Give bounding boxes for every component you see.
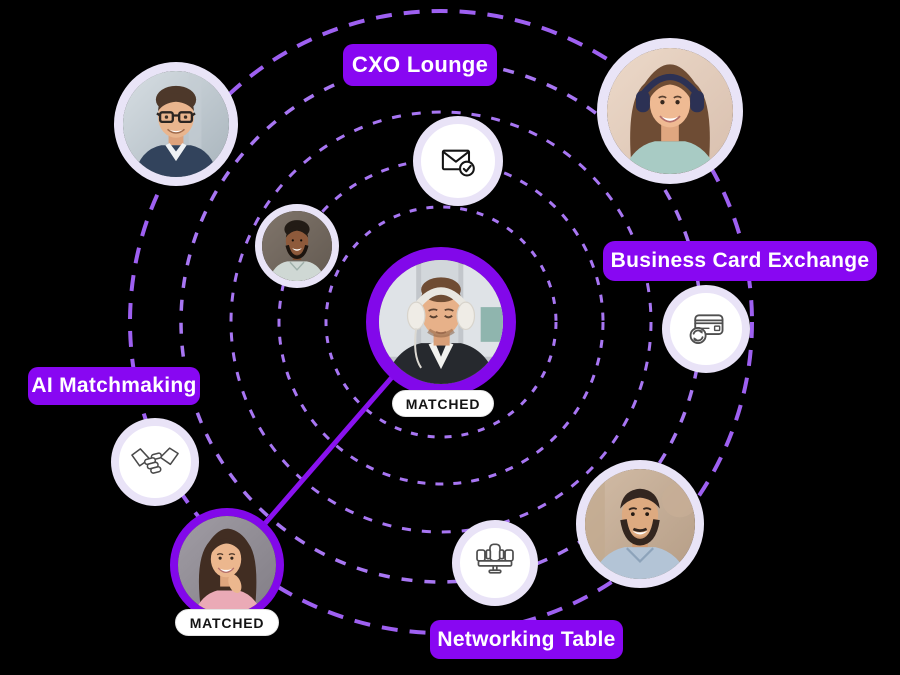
room-button-networking-table[interactable]: Networking Table: [430, 620, 623, 659]
avatar-photo: [379, 260, 503, 384]
room-button-ai-matchmaking[interactable]: AI Matchmaking: [28, 367, 200, 405]
match-connector-line: [252, 365, 403, 538]
avatar-photo: [178, 516, 276, 614]
attendee-bottom-right-beard[interactable]: [576, 460, 704, 588]
business-card-exchange-icon: [689, 314, 724, 344]
envelope-check-feature[interactable]: [413, 116, 503, 206]
attendee-mid-left-smiling-man[interactable]: [255, 204, 339, 288]
envelope-check-icon: [441, 149, 475, 177]
avatar-photo: [262, 211, 332, 281]
matched-badge-center: MATCHED: [392, 390, 494, 417]
attendee-top-right-headset-woman[interactable]: [597, 38, 743, 184]
avatar-photo: [585, 469, 695, 579]
networking-table-feature[interactable]: [452, 520, 538, 606]
avatar-photo: [123, 71, 229, 177]
handshake-icon: [131, 447, 179, 474]
attendee-top-left-glasses[interactable]: [114, 62, 238, 186]
ai-matchmaking-feature[interactable]: [111, 418, 199, 506]
attendee-bottom-left-woman[interactable]: [170, 508, 284, 622]
networking-table-icon: [476, 543, 514, 574]
matched-badge-bottom-left: MATCHED: [175, 609, 279, 636]
attendee-center-headphones[interactable]: [366, 247, 516, 397]
avatar-photo: [607, 48, 733, 174]
business-card-exchange-feature[interactable]: [662, 285, 750, 373]
room-button-business-card-exchange[interactable]: Business Card Exchange: [603, 241, 877, 281]
room-button-cxo-lounge[interactable]: CXO Lounge: [343, 44, 497, 86]
